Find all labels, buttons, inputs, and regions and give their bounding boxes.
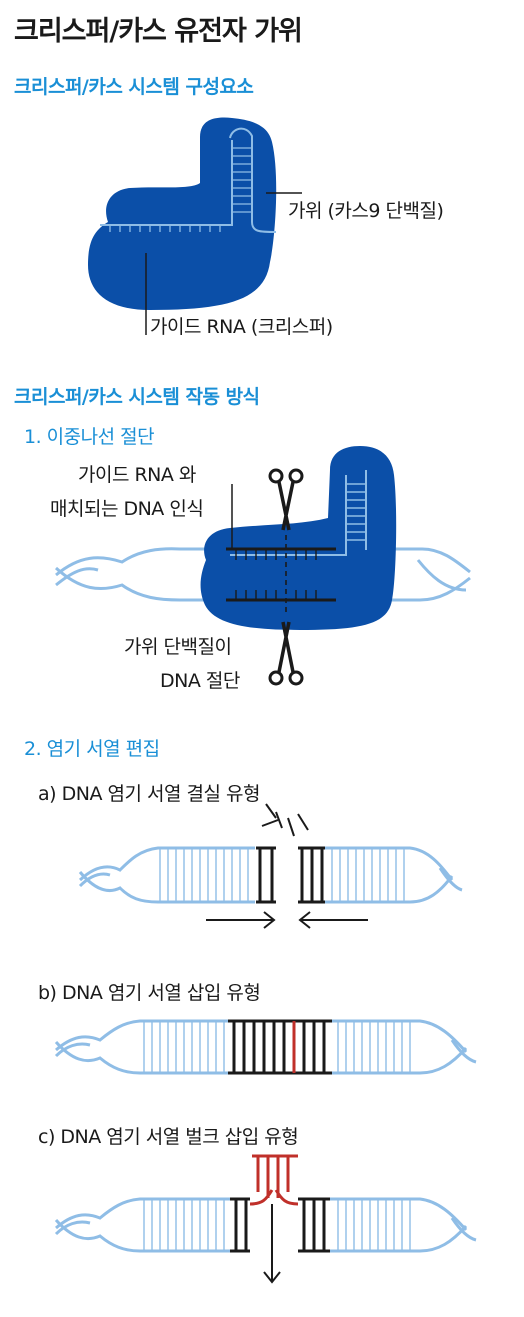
- matched-dna-region: [226, 547, 336, 602]
- cas9-protein-diagram: [88, 117, 302, 335]
- label-guide-rna: 가이드 RNA (크리스퍼): [150, 316, 333, 338]
- dna-insertion-diagram: [54, 1019, 477, 1075]
- down-arrow: [263, 1204, 281, 1284]
- section-components-heading: 크리스퍼/카스 시스템 구성요소: [14, 76, 254, 98]
- page-title: 크리스퍼/카스 유전자 가위: [14, 16, 303, 47]
- guide-rna-hairpin: [100, 127, 277, 233]
- section-mechanism-heading: 크리스퍼/카스 시스템 작동 방식: [14, 386, 260, 408]
- cas9-protein-shape: [88, 117, 277, 310]
- label-cut-line2: DNA 절단: [160, 670, 240, 692]
- join-arrows: [206, 911, 368, 929]
- dna-double-helix-step1: [54, 547, 471, 602]
- label-deletion-type: a) DNA 염기 서열 결실 유형: [38, 783, 260, 805]
- step1-heading: 1. 이중나선 절단: [24, 426, 155, 448]
- label-recognize-line2: 매치되는 DNA 인식: [50, 498, 204, 520]
- step2-heading: 2. 염기 서열 편집: [24, 738, 160, 760]
- inserted-block: [249, 1154, 299, 1206]
- label-scissors-protein: 가위 (카스9 단백질): [288, 200, 444, 222]
- scissors-icon: [268, 468, 304, 531]
- scissors-icon: [268, 621, 304, 686]
- deleted-bases: [261, 803, 309, 837]
- dna-bulk-insertion-diagram: [54, 1154, 477, 1284]
- label-bulk-insertion-type: c) DNA 염기 서열 벌크 삽입 유형: [38, 1126, 299, 1148]
- label-cut-line1: 가위 단백질이: [124, 636, 232, 658]
- dna-deletion-diagram: [78, 803, 463, 929]
- label-recognize-line1: 가이드 RNA 와: [78, 464, 196, 486]
- label-insertion-type: b) DNA 염기 서열 삽입 유형: [38, 982, 261, 1004]
